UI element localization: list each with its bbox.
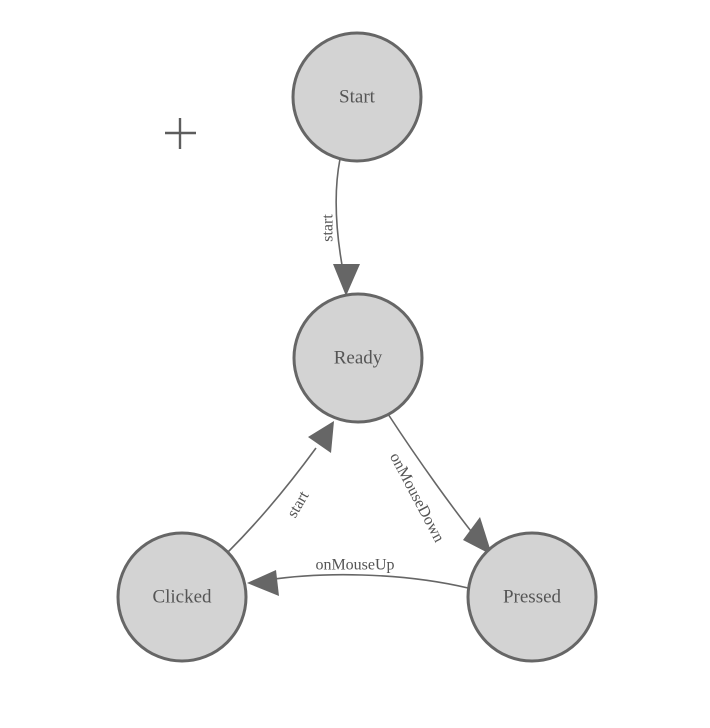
edge-path-pressed-to-clicked	[267, 573, 469, 589]
edge-arrowhead-start-to-ready	[333, 264, 360, 296]
node-pressed[interactable]: Pressed	[466, 531, 598, 663]
node-label-clicked: Clicked	[152, 586, 212, 607]
edge-arrowhead-ready-to-pressed	[463, 517, 492, 555]
edge-label-ready-to-pressed: onMouseDown	[386, 450, 447, 545]
node-circle-pressed[interactable]	[466, 531, 598, 663]
edge-arrowhead-clicked-to-ready	[308, 421, 334, 453]
node-label-ready: Ready	[334, 347, 383, 368]
edge-clicked-to-ready[interactable]: start	[227, 421, 334, 553]
node-circle-start[interactable]	[291, 31, 423, 163]
node-circle-ready[interactable]	[292, 292, 424, 424]
edge-ready-to-pressed[interactable]: onMouseDown	[386, 413, 492, 555]
edge-start-to-ready[interactable]: start	[320, 158, 360, 296]
edge-label-pressed-to-clicked: onMouseUp	[315, 557, 394, 574]
node-clicked[interactable]: Clicked	[116, 531, 248, 663]
node-start[interactable]: Start	[291, 31, 423, 163]
node-ready[interactable]: Ready	[292, 292, 424, 424]
edge-label-start-to-ready: start	[320, 214, 337, 242]
edge-arrowhead-pressed-to-clicked	[247, 570, 279, 596]
edge-path-ready-to-pressed	[387, 413, 479, 541]
edge-pressed-to-clicked[interactable]: onMouseUp	[247, 557, 469, 596]
edge-path-start-to-ready	[335, 158, 345, 277]
node-circle-clicked[interactable]	[116, 531, 248, 663]
plus-marker-icon[interactable]	[165, 118, 196, 149]
node-label-start: Start	[339, 86, 376, 107]
edge-path-clicked-to-ready	[227, 447, 317, 553]
edge-label-clicked-to-ready: start	[284, 488, 313, 521]
node-label-pressed: Pressed	[503, 586, 562, 607]
node-layer: Start Ready Clicked Pressed	[116, 31, 598, 663]
